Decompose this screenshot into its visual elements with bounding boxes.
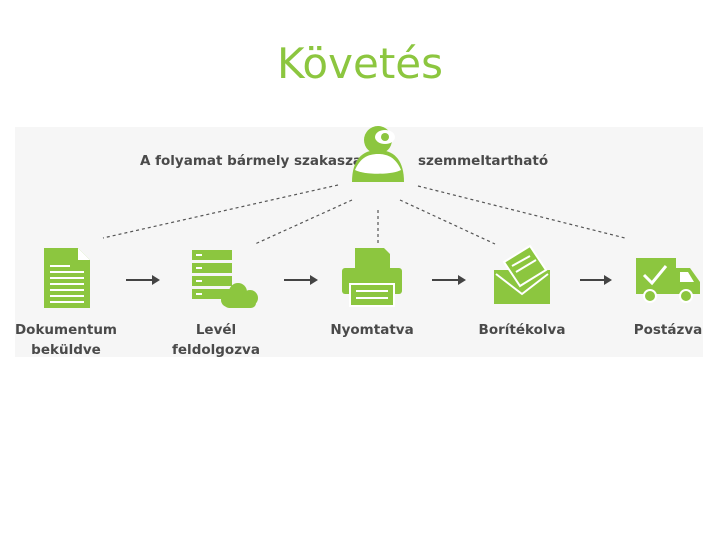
page-title: Követés <box>276 39 444 88</box>
server-cloud-icon <box>192 250 258 308</box>
envelope-icon <box>494 244 550 304</box>
watch-text-left: A folyamat bármely szakasza <box>140 153 363 169</box>
observer-line-5 <box>417 185 626 239</box>
printer-icon <box>342 248 402 307</box>
arrow-heads <box>152 275 612 285</box>
observer-line-1 <box>102 184 339 239</box>
watch-text-right: szemmeltartható <box>418 153 549 169</box>
observer-lines <box>102 184 626 245</box>
step-label-processed: Levél feldolgozva <box>172 322 260 358</box>
step-label-posted: Postázva <box>633 322 703 338</box>
delivery-truck-icon <box>636 258 700 303</box>
observer-line-2 <box>254 199 353 245</box>
step-label-submitted: Dokumentum beküldve <box>14 322 118 358</box>
observer-line-4 <box>399 199 496 245</box>
step-label-printed: Nyomtatva <box>330 322 414 338</box>
document-icon <box>44 248 90 308</box>
step-label-enveloped: Borítékolva <box>478 322 566 338</box>
observer-eye-icon <box>352 126 404 182</box>
